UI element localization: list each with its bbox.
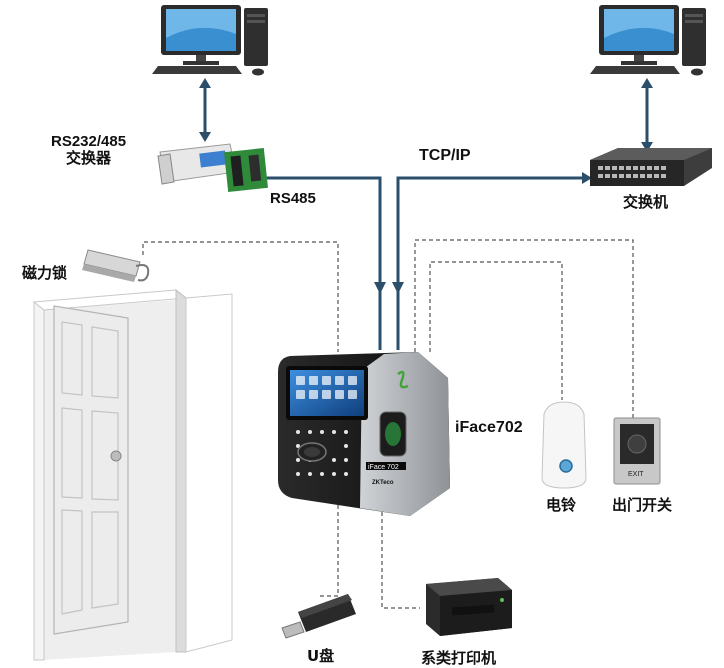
switch-label: 交换机	[623, 193, 669, 211]
cable-arrowheads	[199, 78, 653, 294]
doorbell-label: 电铃	[546, 496, 577, 514]
serial-converter-icon	[157, 143, 268, 192]
solid-cables	[203, 82, 649, 350]
tcpip-label: TCP/IP	[419, 147, 471, 164]
converter-label-line1: RS232/485	[51, 133, 127, 150]
exit-button-label: 出门开关	[612, 496, 673, 514]
computer-icon	[590, 5, 706, 76]
wire-printer	[381, 505, 420, 609]
wire-maglock	[142, 241, 339, 352]
dashed-wires	[142, 239, 634, 609]
network-switch-icon	[590, 148, 712, 186]
device-brand-text: ZKTeco	[372, 480, 394, 486]
device-face-text: iFace 702	[368, 464, 399, 471]
maglock-label: 磁力锁	[22, 264, 68, 282]
computer-icon	[152, 5, 268, 76]
usb-drive-icon	[281, 594, 356, 639]
wire-exit-button	[414, 239, 634, 418]
converter-label: RS232/485 交换器	[51, 133, 126, 167]
door-icon	[32, 288, 233, 661]
face-terminal-icon: iFace 702 ZKTeco	[278, 352, 450, 516]
wire-doorbell	[429, 261, 563, 400]
cable-tcpip	[396, 176, 588, 350]
doorbell-icon	[541, 401, 587, 489]
rs485-label: RS485	[270, 190, 316, 207]
exit-plate-text: EXIT	[628, 471, 644, 478]
magnetic-lock-icon	[82, 249, 150, 282]
device-model-label: iFace702	[455, 419, 523, 436]
converter-label-line2: 交换器	[66, 150, 112, 167]
usb-label: U盘	[307, 647, 335, 665]
exit-button-icon: EXIT	[613, 417, 661, 485]
wire-usb	[320, 505, 339, 597]
printer-icon	[426, 578, 512, 636]
printer-label: 系类打印机	[421, 649, 497, 667]
